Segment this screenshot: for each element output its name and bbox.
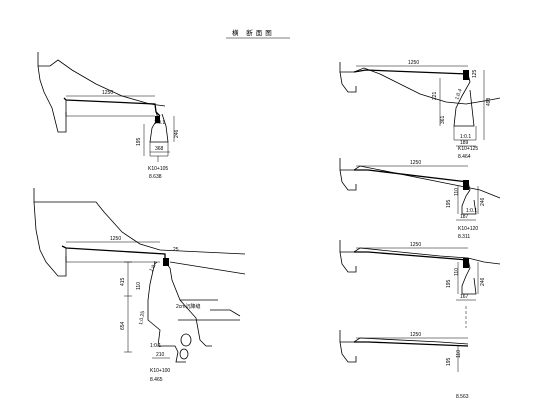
dim-label: 221 <box>432 91 438 100</box>
dim-label: 246 <box>480 277 486 286</box>
dim-label: 368 <box>155 146 164 152</box>
section-k10-100: 1250 25 415 110 654 1:0.4 1:0.25 1:0.1 2… <box>33 188 246 383</box>
width-label: 1250 <box>410 160 421 166</box>
station-label: K10+105 <box>148 166 168 172</box>
dim-label: 361 <box>440 115 446 124</box>
section-k10-125: 1250 125 221 498 361 1:0.4 1:0.1 189 K10… <box>339 60 501 160</box>
dim-label: 167 <box>460 294 469 300</box>
width-label: 1250 <box>410 242 421 248</box>
slope-label: 1:0.25 <box>138 310 146 325</box>
elevation-label: 8.465 <box>150 377 163 383</box>
slope-label: 1:0.1 <box>466 208 477 214</box>
section-k10-120: 1250 195 110 246 1:0.1 187 K10+120 8.311 <box>339 158 501 240</box>
dim-label: 195 <box>446 279 452 288</box>
station-label: K10+125 <box>458 146 478 152</box>
dim-label: 195 <box>446 357 452 366</box>
dim-label: 110 <box>454 268 460 276</box>
dim-label: 246 <box>480 197 486 206</box>
dim-label: 25 <box>173 247 179 253</box>
elevation-label: 8.638 <box>149 174 162 180</box>
elevation-label: 8.464 <box>458 154 471 160</box>
width-label: 1250 <box>410 332 421 338</box>
dim-label: 498 <box>486 97 492 106</box>
slope-label: 1:0.4 <box>454 88 464 101</box>
width-label: 1250 <box>110 236 121 242</box>
dim-label: 187 <box>460 214 469 220</box>
dim-label: 110 <box>136 282 142 290</box>
joint-note: 2cm沉降缝 <box>176 303 200 310</box>
dim-label: 654 <box>120 321 126 330</box>
dim-label: 110 <box>456 350 462 358</box>
dim-label: 110 <box>454 188 460 196</box>
section-5: 1250 195 110 246 167 <box>339 240 501 328</box>
dim-label: 246 <box>174 129 180 138</box>
dim-label: 195 <box>136 137 142 146</box>
drawing-title: 横 断面图 <box>232 28 275 37</box>
width-label: 1250 <box>102 90 113 96</box>
section-k10-105: 1250 195 246 368 1:0.1 K10+105 8.638 <box>37 52 180 180</box>
dim-label: 189 <box>460 140 469 146</box>
section-6: 1250 195 110 8.563 <box>339 330 469 400</box>
dim-label: 125 <box>472 69 478 78</box>
dim-label: 195 <box>446 199 452 208</box>
dim-label: 210 <box>156 352 165 358</box>
slope-label: 1:0.1 <box>154 120 165 126</box>
elevation-label: 8.563 <box>456 394 469 400</box>
slope-label: 1:0.1 <box>150 343 161 349</box>
station-label: K10+120 <box>458 226 478 232</box>
width-label: 1250 <box>408 60 419 66</box>
elevation-label: 8.311 <box>458 234 470 240</box>
slope-label: 1:0.4 <box>149 260 160 273</box>
slope-label: 1:0.1 <box>460 134 471 140</box>
station-label: K10+100 <box>150 368 170 374</box>
dim-label: 415 <box>120 277 126 286</box>
